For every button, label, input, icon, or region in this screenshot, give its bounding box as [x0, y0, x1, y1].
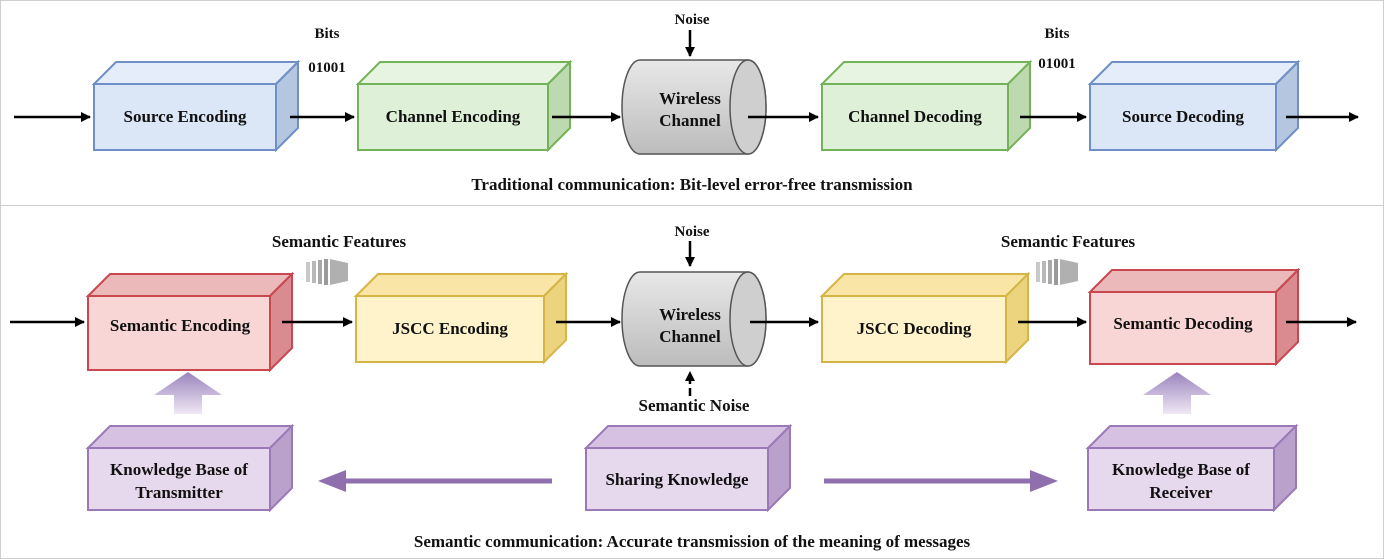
kb-rx-line2: Receiver [1149, 483, 1213, 502]
kb-tx-line1: Knowledge Base of [110, 460, 248, 479]
semantic-arrows [10, 241, 1357, 396]
semantic-decoding-label: Semantic Decoding [1113, 314, 1253, 333]
wireless-line1: Wireless [659, 89, 721, 108]
channel-encoding-block: Channel Encoding [355, 59, 573, 153]
semantic-caption: Semantic communication: Accurate transmi… [414, 532, 971, 551]
semantic-features-glyph-right [1036, 259, 1078, 285]
semantic-encoding-block: Semantic Encoding [85, 271, 295, 373]
jscc-decoding-block: JSCC Decoding [819, 271, 1031, 365]
kb-rx-line1: Knowledge Base of [1112, 460, 1250, 479]
source-decoding-block: Source Decoding [1087, 59, 1301, 153]
wireless-line2: Channel [659, 111, 721, 130]
sharing-arrow-left [318, 470, 552, 492]
kb-rx-up-arrow [1143, 372, 1211, 414]
sharing-arrow-right [824, 470, 1058, 492]
semantic-noise-label: Semantic Noise [639, 396, 750, 415]
source-decoding-label: Source Decoding [1122, 107, 1244, 126]
noise-label-top: Noise [675, 12, 710, 28]
kb-transmitter-block: Knowledge Base of Transmitter [85, 423, 295, 513]
channel-decoding-label: Channel Decoding [848, 107, 982, 126]
wireless-channel-top: Wireless Channel [621, 59, 767, 155]
semantic-features-label-right: Semantic Features [1001, 232, 1136, 251]
bits-value-right: 01001 [1038, 56, 1076, 72]
traditional-arrows [14, 30, 1359, 122]
kb-receiver-block: Knowledge Base of Receiver [1085, 423, 1299, 513]
kb-tx-up-arrow [154, 372, 222, 414]
wireless-line2-bottom: Channel [659, 327, 721, 346]
semantic-features-label-left: Semantic Features [272, 232, 407, 251]
wireless-channel-bottom: Wireless Channel [621, 271, 767, 367]
sharing-knowledge-block: Sharing Knowledge [583, 423, 793, 513]
source-encoding-label: Source Encoding [124, 107, 247, 126]
sharing-knowledge-label: Sharing Knowledge [605, 470, 749, 489]
channel-decoding-block: Channel Decoding [819, 59, 1033, 153]
traditional-caption: Traditional communication: Bit-level err… [471, 175, 913, 194]
jscc-encoding-label: JSCC Encoding [392, 319, 508, 338]
channel-encoding-label: Channel Encoding [386, 107, 521, 126]
bits-value-left: 01001 [308, 60, 346, 76]
semantic-features-glyph-left [306, 259, 348, 285]
semantic-decoding-block: Semantic Decoding [1087, 267, 1301, 367]
jscc-encoding-block: JSCC Encoding [353, 271, 569, 365]
jscc-decoding-label: JSCC Decoding [857, 319, 972, 338]
source-encoding-block: Source Encoding [91, 59, 301, 153]
noise-label-bottom: Noise [675, 224, 710, 240]
wireless-line1-bottom: Wireless [659, 305, 721, 324]
semantic-encoding-label: Semantic Encoding [110, 316, 251, 335]
kb-tx-line2: Transmitter [135, 483, 223, 502]
bits-label-right: Bits [1044, 26, 1069, 42]
bits-label-left: Bits [314, 26, 339, 42]
